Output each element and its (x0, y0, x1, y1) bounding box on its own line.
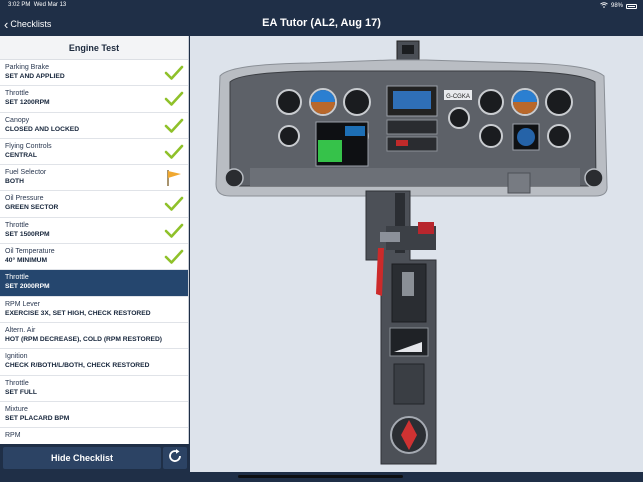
cockpit-image: G-CGKA (215, 40, 608, 465)
checklist-item-label: Throttle (5, 274, 29, 282)
cockpit-view: G-CGKA (190, 36, 643, 472)
checklist-title: Engine Test (0, 36, 188, 60)
checklist-item[interactable]: RPM (0, 428, 188, 444)
checklist-item-value: CENTRAL (5, 151, 37, 159)
refresh-icon (166, 447, 184, 470)
battery-percent: 98% (610, 3, 623, 9)
checklist-item-value: HOT (RPM DECREASE), COLD (RPM RESTORED) (5, 335, 163, 343)
back-button[interactable]: ‹ Checklists (4, 16, 51, 32)
checklist-item-label: Parking Brake (5, 64, 49, 71)
navigation-bar: ‹ Checklists EA Tutor (AL2, Aug 17) (0, 12, 643, 36)
checklist-item-value: SET FULL (5, 388, 37, 396)
checkmark-icon (164, 64, 184, 82)
checklist-item-label: Throttle (5, 221, 29, 229)
checklist-item-label: Oil Temperature (5, 248, 55, 256)
checkmark-icon (164, 222, 184, 240)
wifi-icon (600, 2, 608, 10)
checklist-item-label: Throttle (5, 379, 29, 387)
checkmark-icon (164, 143, 184, 161)
checklist-item-label: RPM (5, 432, 21, 440)
status-bar: 3:02 PM Wed Mar 13 98% (0, 0, 643, 12)
checklist-item-value: EXERCISE 3X, SET HIGH, CHECK RESTORED (5, 309, 151, 317)
checklist-item-label: Ignition (5, 353, 28, 361)
checklist-item-value: SET 1200RPM (5, 99, 50, 107)
checklist-item-value: SET 1500RPM (5, 230, 50, 238)
status-right: 98% (600, 2, 637, 10)
battery-icon (626, 3, 637, 9)
checkmark-icon (164, 90, 184, 108)
checkmark-icon (164, 248, 184, 266)
checklist-item-value: CLOSED AND LOCKED (5, 125, 80, 133)
flag-icon (164, 169, 184, 187)
checklist-item-label: Fuel Selector (5, 169, 47, 177)
checkmark-icon (164, 195, 184, 213)
checklist-item-label: Mixture (5, 405, 28, 413)
page-title: EA Tutor (AL2, Aug 17) (262, 17, 381, 29)
status-time: 3:02 PM Wed Mar 13 (8, 2, 67, 8)
checklist-item-value: CHECK R/BOTH/L/BOTH, CHECK RESTORED (5, 362, 150, 370)
checklist-item-value: SET 2000RPM (5, 283, 50, 291)
checklist-item-label: Flying Controls (5, 142, 52, 150)
registration-placard: G-CGKA (446, 94, 470, 100)
checklist-item-value: BOTH (5, 178, 24, 186)
checkmark-icon (164, 117, 184, 135)
hide-checklist-button[interactable]: Hide Checklist (3, 447, 161, 469)
back-label: Checklists (10, 19, 52, 29)
checklist-item-value: GREEN SECTOR (5, 204, 59, 212)
checklist-item-label: Altern. Air (5, 326, 36, 334)
checklist-item-label: Oil Pressure (5, 195, 44, 203)
checklist-item-label: Canopy (5, 116, 30, 124)
checklist-item-value: 40° MINIMUM (5, 257, 48, 265)
home-indicator[interactable] (238, 475, 403, 478)
reset-button[interactable] (163, 447, 187, 469)
checklist-item-value: SET AND APPLIED (5, 73, 65, 80)
chevron-left-icon: ‹ (4, 16, 9, 32)
checklist-item-label: RPM Lever (5, 300, 41, 308)
checklist-footer: Hide Checklist (0, 444, 190, 472)
checklist-item-value: SET PLACARD BPM (5, 414, 70, 422)
checklist-item-label: Throttle (5, 90, 29, 98)
